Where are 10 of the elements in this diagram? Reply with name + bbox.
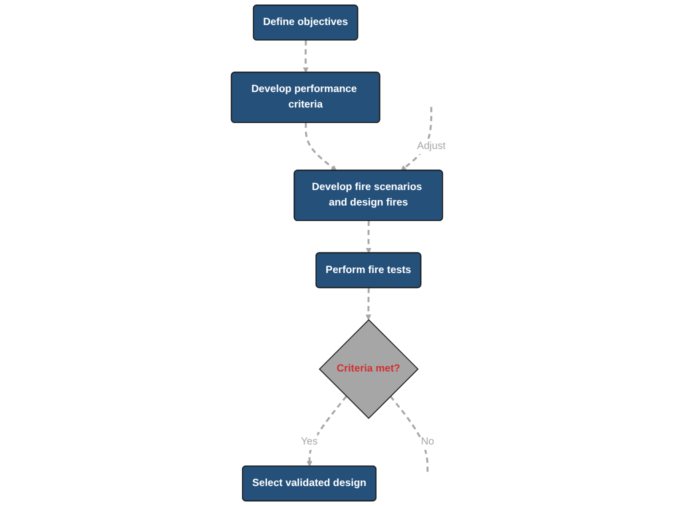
connector (389, 396, 428, 474)
edge-label: Yes (300, 436, 318, 448)
edge-label: Adjust (416, 140, 446, 152)
arrow (365, 220, 371, 254)
arrow (306, 396, 347, 467)
node-diamond: Criteria met? (318, 319, 418, 419)
edge-label: No (420, 436, 434, 448)
arrow (304, 122, 336, 171)
arrow (302, 40, 308, 73)
arrow (365, 288, 371, 320)
